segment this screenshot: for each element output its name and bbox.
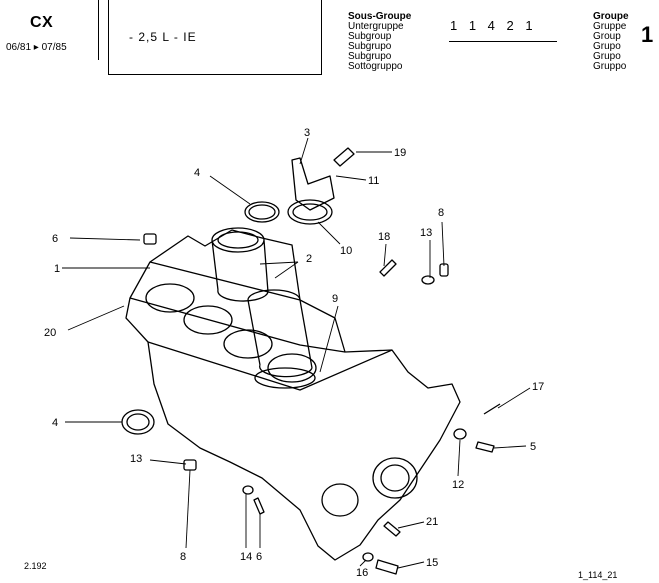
bolt-7 <box>253 497 265 515</box>
callout-9: 9 <box>332 293 338 305</box>
callout-2: 2 <box>306 253 312 265</box>
front-bore <box>321 483 359 517</box>
callout-11: 11 <box>368 175 379 187</box>
group-number: 1 <box>641 22 654 47</box>
stud-13-left <box>183 459 197 471</box>
liner-top <box>217 231 259 249</box>
plug-6 <box>143 233 157 245</box>
group-label-it: Gruppo <box>593 61 627 72</box>
subgroup-code: 1 1 4 2 1 <box>450 18 537 33</box>
footer-left-code: 2.192 <box>24 561 47 571</box>
callout-1: 1 <box>54 263 60 275</box>
engine-box: - 2,5 L - IE <box>108 0 322 75</box>
callout-4-top: 4 <box>194 167 200 179</box>
cylinder-bore-3 <box>223 329 273 359</box>
washer-12 <box>453 428 467 440</box>
subgroup-code-line <box>449 37 557 42</box>
engine-block-outline <box>125 229 461 561</box>
engine-spec: - 2,5 L - IE <box>129 30 197 44</box>
callout-8-top: 8 <box>438 207 444 219</box>
callout-19: 18 <box>378 231 390 243</box>
bolt-20 <box>333 147 355 167</box>
callout-5: 5 <box>530 441 536 453</box>
seal-ring-upper <box>244 201 280 223</box>
cylinder-liner-lower <box>247 289 313 378</box>
callout-7: 6 <box>256 551 262 563</box>
callout-20: 19 <box>394 147 406 159</box>
callout-8-bottom: 8 <box>180 551 186 563</box>
callout-17: 17 <box>532 381 544 393</box>
cylinder-liner-upper <box>211 227 269 302</box>
group-label-de: Gruppe <box>593 21 627 32</box>
bearing-bore <box>372 457 418 499</box>
callout-10: 10 <box>340 245 352 257</box>
callout-16: 16 <box>356 567 368 579</box>
callout-6: 6 <box>52 233 58 245</box>
callout-15: 15 <box>426 557 438 569</box>
group-label-pt: Grupo <box>593 51 621 62</box>
group-labels: Groupe Gruppe Group Grupo Grupo Gruppo <box>593 12 629 72</box>
washer-14 <box>242 485 254 495</box>
cylinder-bore-2 <box>183 305 233 335</box>
callout-12: 12 <box>452 479 464 491</box>
liner-seal-ring <box>254 367 316 389</box>
subgroup-label-it: Sottogruppo <box>348 61 403 72</box>
cylinder-bore-4 <box>267 353 317 383</box>
group-label-fr: Groupe <box>593 11 629 22</box>
callout-13-top: 13 <box>420 227 432 239</box>
subgroup-label-es: Subgrupo <box>348 41 392 52</box>
production-dates: 06/81 ▸ 07/85 <box>6 42 67 53</box>
group-label-en: Group <box>593 31 621 42</box>
cylinder-bore-1 <box>145 283 195 313</box>
model-name: CX <box>30 14 54 31</box>
bolt-21 <box>383 521 401 537</box>
bolt-5 <box>475 441 495 453</box>
subgroup-label-pt: Subgrupo <box>348 51 392 62</box>
callout-21: 21 <box>426 516 438 528</box>
dowel-19 <box>379 259 397 277</box>
header-divider <box>98 0 99 60</box>
plug-15 <box>375 559 399 575</box>
group-label-es: Grupo <box>593 41 621 52</box>
pin-17 <box>483 403 501 415</box>
housing-gasket <box>287 199 333 225</box>
engine-block-deck <box>129 261 393 391</box>
callout-4-left: 4 <box>52 417 58 429</box>
callout-3: 3 <box>304 127 310 139</box>
subgroup-label-fr: Sous-Groupe <box>348 11 412 22</box>
callout-14: 14 <box>240 551 252 563</box>
subgroup-labels: Sous-Groupe Untergruppe Subgroup Subgrup… <box>348 12 411 72</box>
washer-13-top <box>421 275 435 285</box>
washer-16 <box>362 552 374 562</box>
footer-right-code: 1_114_21 <box>578 570 618 580</box>
callout-18: 20 <box>44 327 56 339</box>
callout-13-left: 13 <box>130 453 142 465</box>
header: CX 06/81 ▸ 07/85 - 2,5 L - IE Sous-Group… <box>0 0 659 84</box>
subgroup-label-en: Subgroup <box>348 31 392 42</box>
subgroup-label-de: Untergruppe <box>348 21 404 32</box>
